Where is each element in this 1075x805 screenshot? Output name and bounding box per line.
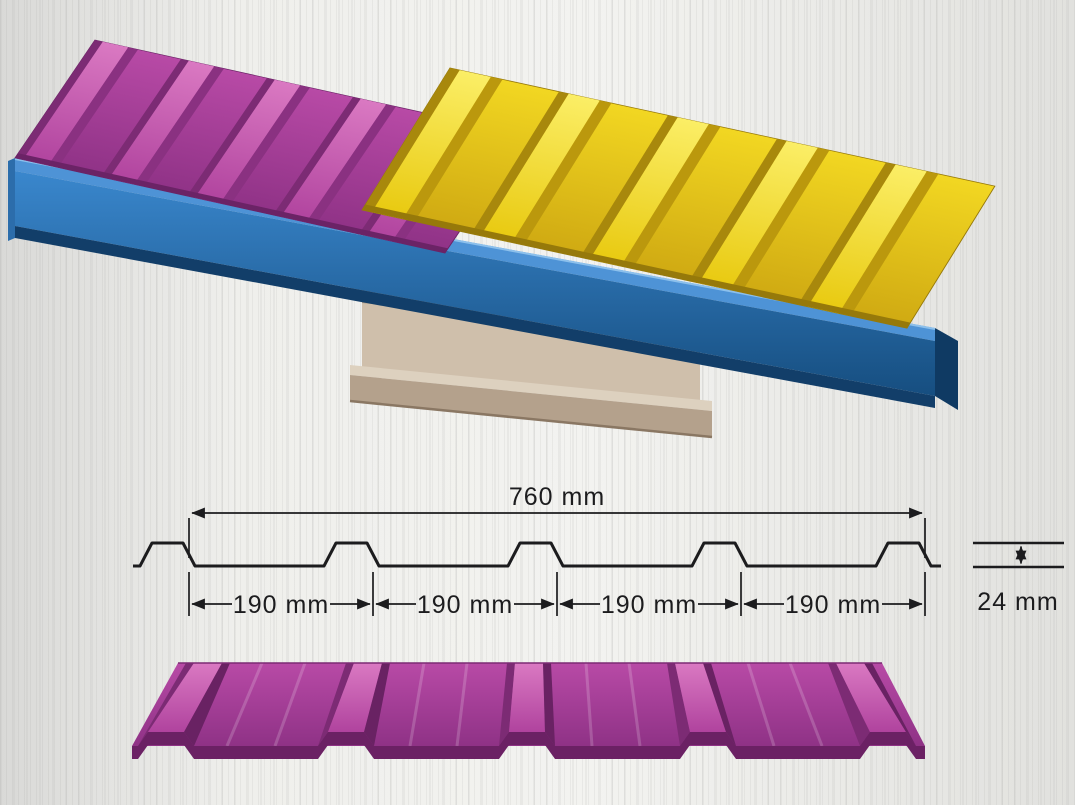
purlin-bottom-lip [15, 226, 935, 408]
dim-segment-label: 190 mm [417, 591, 513, 619]
rib-stripe [362, 68, 460, 213]
rib-slope [703, 663, 736, 746]
rib-stripe [186, 78, 275, 198]
rib-slope [318, 663, 354, 746]
dim-segments: 190 mm 190 mm 190 mm 190 mm [188, 572, 926, 619]
purple-sheet-front-edge [14, 153, 449, 254]
rib-top [836, 663, 906, 732]
pan-streaks [225, 662, 824, 747]
dim-total-label: 760 mm [509, 483, 605, 511]
rib-stripe [100, 59, 189, 179]
yellow-sheet-front-edge [362, 204, 911, 329]
rib-stripe [194, 79, 301, 204]
rib-stripe [48, 47, 138, 168]
sheet-front-edge [132, 732, 925, 759]
rib-stripe [797, 162, 896, 307]
rib-stripe [838, 171, 939, 316]
rib-slope [543, 663, 555, 746]
dim-segment-2: 190 mm [375, 591, 555, 619]
dim-height-label: 24 mm [977, 588, 1058, 616]
rib-stripe [511, 100, 612, 246]
rib-stripe [108, 60, 215, 185]
dim-rib-height: 24 mm [973, 541, 1064, 616]
purlin-web-face [15, 171, 935, 396]
rib-top [148, 663, 222, 732]
rib-top [675, 663, 726, 732]
i-beam-bottom-flange-front [350, 375, 712, 437]
dim-segment-3: 190 mm [559, 591, 739, 619]
rib-stripe [272, 97, 361, 217]
rib-slope [364, 663, 390, 746]
rib-stripe [580, 115, 678, 260]
rib-stripe [14, 40, 103, 160]
dim-segment-label: 190 mm [785, 591, 881, 619]
rib-stripe [480, 93, 600, 243]
purple-sheet-render [132, 662, 925, 759]
rib-stripe [280, 98, 387, 223]
dim-segment-label: 190 mm [233, 591, 329, 619]
rib-stripe [371, 70, 491, 219]
rib-slope [864, 663, 916, 746]
yellow-sheet-iso [361, 67, 996, 329]
dim-segment-1: 190 mm [191, 591, 371, 619]
rib-stripe [402, 76, 503, 222]
rib-stripe [306, 104, 396, 225]
rib-stripe [220, 85, 310, 206]
rib-stripe [589, 117, 709, 267]
rib-stripe [688, 138, 787, 284]
rib-slope [828, 663, 870, 746]
dim-segment-4: 190 mm [743, 591, 923, 619]
rib-slope [499, 663, 515, 746]
rib-stripe [729, 147, 830, 293]
dim-segment-label: 190 mm [601, 591, 697, 619]
rib-slope [184, 663, 230, 746]
purlin-left-cap [8, 158, 15, 241]
rib-stripe [134, 66, 224, 187]
hero-illustration [8, 39, 996, 439]
rib-stripe [471, 91, 569, 236]
dim-total-width: 760 mm [188, 483, 926, 558]
purlin-right-cap [935, 328, 958, 410]
profile-outline [133, 541, 941, 568]
rib-slope [138, 663, 194, 746]
profile-drawing: 760 mm 190 mm 190 mm 190 mm [133, 483, 1064, 619]
i-beam-bottom-edge [349, 399, 713, 439]
i-beam-bottom-flange-top [350, 365, 712, 411]
rib-stripe [22, 41, 129, 166]
rib-slope [667, 663, 690, 746]
rib-top [509, 663, 545, 732]
rib-stripe [620, 124, 721, 269]
rib-stripe [807, 164, 927, 314]
rib-stripe [698, 141, 818, 290]
